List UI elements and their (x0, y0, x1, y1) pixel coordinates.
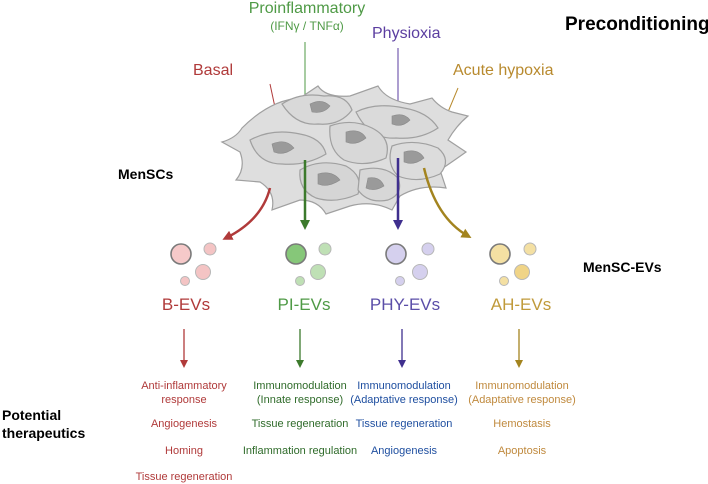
vesicle (489, 243, 511, 265)
therapeutic-text: Immunomodulation (357, 380, 451, 392)
therapeutic-pi-tissue-regeneration: Tissue regeneration (251, 418, 349, 430)
therapeutic-ah-hemostasis: Hemostasis (493, 418, 551, 430)
cell-cluster (220, 85, 470, 215)
vesicle (180, 276, 190, 286)
mensc-label: MenSCs (118, 166, 174, 182)
ev-label-phy: PHY-EVs (369, 295, 441, 314)
mensc-evs-label: MenSC-EVs (583, 259, 662, 275)
ev-label-ah: AH-EVs (490, 295, 552, 314)
vesicle (203, 242, 217, 256)
vesicles-ah (489, 242, 537, 286)
therapeutic-phy-angiogenesis: Angiogenesis (370, 445, 438, 457)
nucleus (403, 150, 425, 164)
therapeutic-b-angiogenesis: Angiogenesis (150, 418, 218, 430)
vesicle (310, 264, 326, 280)
therapeutic-b-anti-inflammatory: Anti-inflammatory response (141, 379, 227, 407)
therapeutic-phy-tissue-regeneration: Tissue regeneration (355, 418, 453, 430)
vesicle (385, 243, 407, 265)
nucleus (317, 172, 341, 186)
vesicle (195, 264, 211, 280)
vesicle (421, 242, 435, 256)
vesicle (499, 276, 509, 286)
condition-basal: Basal (193, 62, 234, 79)
therapeutic-text: (Innate response) (256, 394, 344, 406)
vesicle (412, 264, 428, 280)
condition-physioxia: Physioxia (372, 25, 441, 42)
vesicle (523, 242, 537, 256)
nucleus (345, 130, 367, 144)
therapeutic-text: (Adaptative response) (468, 394, 576, 406)
therapeutic-pi-immunomodulation: Immunomodulation (Innate response) (253, 379, 347, 407)
vesicles-b (170, 242, 217, 286)
therapeutic-b-tissue-regeneration: Tissue regeneration (135, 471, 233, 483)
cell (329, 121, 388, 165)
therapeutic-text: (Adaptative response) (350, 394, 458, 406)
vesicle (395, 276, 405, 286)
potential-therapeutics-label: Potential therapeutics (2, 406, 85, 442)
vesicle (318, 242, 332, 256)
nucleus (271, 141, 295, 154)
therapeutic-text: Immunomodulation (475, 380, 569, 392)
therapeutic-text: response (161, 394, 207, 406)
vesicle (514, 264, 530, 280)
therapeutic-text: Anti-inflammatory (141, 380, 227, 392)
condition-proinflammatory-sub: (IFNγ / TNFα) (270, 19, 344, 33)
potential-therapeutics-line1: Potential (2, 407, 62, 423)
nucleus (309, 101, 331, 113)
therapeutic-b-homing: Homing (165, 445, 203, 457)
therapeutic-arrows (180, 329, 523, 368)
vesicle (170, 243, 192, 265)
ev-label-b: B-EVs (161, 295, 211, 314)
vesicle (295, 276, 305, 286)
preconditioning-title: Preconditioning (565, 14, 708, 35)
ev-arrows (222, 158, 472, 240)
condition-proinflammatory: Proinflammatory (248, 0, 366, 17)
therapeutic-ah-immunomodulation: Immunomodulation (Adaptative response) (468, 379, 576, 407)
cell-nuclei (271, 101, 425, 190)
vesicles-pi (285, 242, 332, 286)
ev-label-pi: PI-EVs (277, 295, 331, 314)
nucleus (365, 177, 385, 190)
arrow-basal (222, 187, 272, 240)
nucleus (391, 114, 411, 126)
therapeutic-phy-immunomodulation: Immunomodulation (Adaptative response) (350, 379, 458, 407)
potential-therapeutics-line2: therapeutics (2, 425, 86, 441)
vesicle (285, 243, 307, 265)
condition-acute-hypoxia: Acute hypoxia (453, 62, 554, 79)
arrow-acute-hypoxia (422, 167, 472, 238)
therapeutic-ah-apoptosis: Apoptosis (497, 445, 547, 457)
therapeutic-pi-inflammation-regulation: Inflammation regulation (242, 445, 358, 457)
vesicles-phy (385, 242, 435, 286)
therapeutic-text: Immunomodulation (253, 380, 347, 392)
